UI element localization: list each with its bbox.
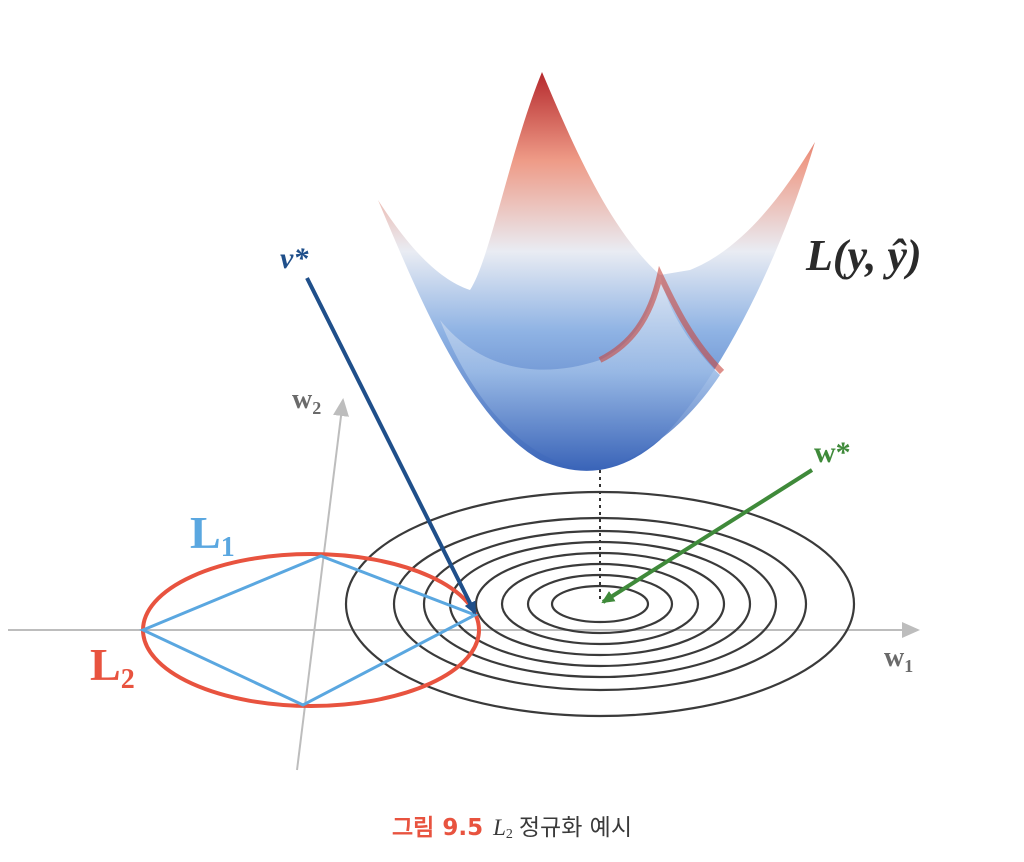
caption-symbol-main: L	[493, 815, 506, 840]
l2-main: L	[90, 639, 121, 690]
w1-axis-label: w1	[884, 642, 913, 676]
w2-axis	[296, 398, 349, 771]
l1-constraint-diamond	[139, 554, 479, 707]
contour-ellipse	[344, 490, 856, 718]
loss-label: L(y, ŷ)	[805, 231, 922, 280]
caption-symbol-sub: 2	[505, 827, 513, 842]
v-star-label: v*	[280, 242, 309, 275]
contour-ellipse	[392, 516, 808, 692]
caption-text: 정규화 예시	[518, 815, 632, 841]
contour-ellipse	[500, 562, 700, 646]
v-star-arrow	[305, 277, 477, 615]
contour-ellipse	[422, 529, 778, 679]
l1-main: L	[190, 507, 221, 558]
w-star-label: w*	[814, 436, 851, 469]
caption-number: 그림 9.5	[392, 815, 484, 841]
contour-ellipse	[526, 573, 674, 635]
w1-main: w	[884, 642, 905, 673]
l2-sub: 2	[121, 664, 135, 695]
caption-symbol: L2	[493, 815, 513, 842]
w2-axis-label: w2	[292, 384, 321, 418]
contour-ellipse	[448, 540, 752, 668]
w-star-arrow	[601, 468, 814, 604]
loss-contours	[344, 490, 856, 718]
loss-surface	[378, 72, 815, 471]
w2-sub: 2	[312, 398, 321, 418]
contour-ellipse	[474, 551, 726, 657]
l1-sub: 1	[221, 532, 235, 563]
l2-label: L2	[90, 639, 135, 695]
contour-ellipse	[550, 584, 650, 624]
w2-main: w	[292, 384, 313, 415]
w1-sub: 1	[904, 656, 913, 676]
l1-label: L1	[190, 507, 235, 563]
